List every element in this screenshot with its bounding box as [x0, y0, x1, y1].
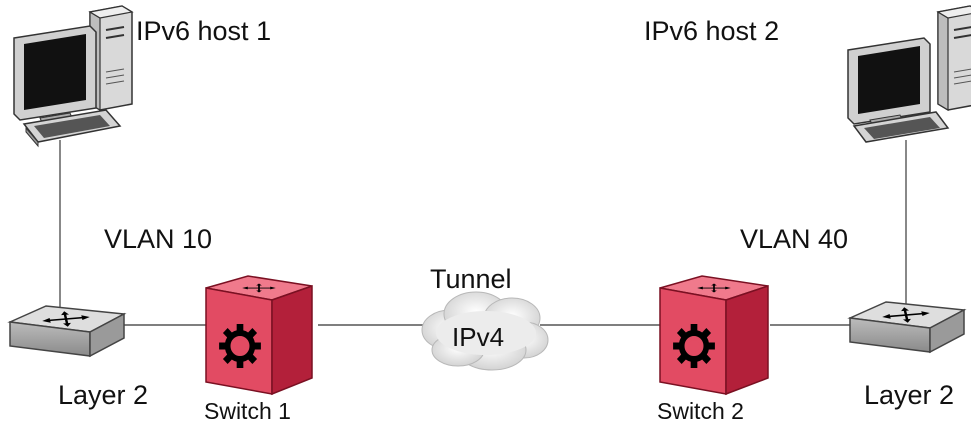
host2-computer-icon — [847, 5, 971, 143]
layer2-switch-right-icon — [847, 301, 967, 354]
ipv4-cloud-label: IPv4 — [452, 322, 505, 352]
host1-label: IPv6 host 1 — [136, 16, 272, 46]
switch2-router-icon — [659, 275, 769, 396]
vlan10-label: VLAN 10 — [104, 224, 213, 254]
switch1-router-icon — [205, 275, 313, 396]
layer2-switch-left-icon — [7, 305, 127, 358]
tunnel-label: Tunnel — [430, 264, 512, 294]
layer2-left-label: Layer 2 — [58, 380, 149, 410]
switch1-label: Switch 1 — [204, 398, 291, 424]
ipv4-cloud-icon — [421, 291, 549, 371]
vlan40-label: VLAN 40 — [740, 224, 849, 254]
host1-computer-icon — [13, 5, 134, 148]
network-links — [59, 140, 907, 326]
switch2-label: Switch 2 — [657, 398, 744, 424]
layer2-right-label: Layer 2 — [864, 380, 955, 410]
host2-label: IPv6 host 2 — [644, 16, 780, 46]
